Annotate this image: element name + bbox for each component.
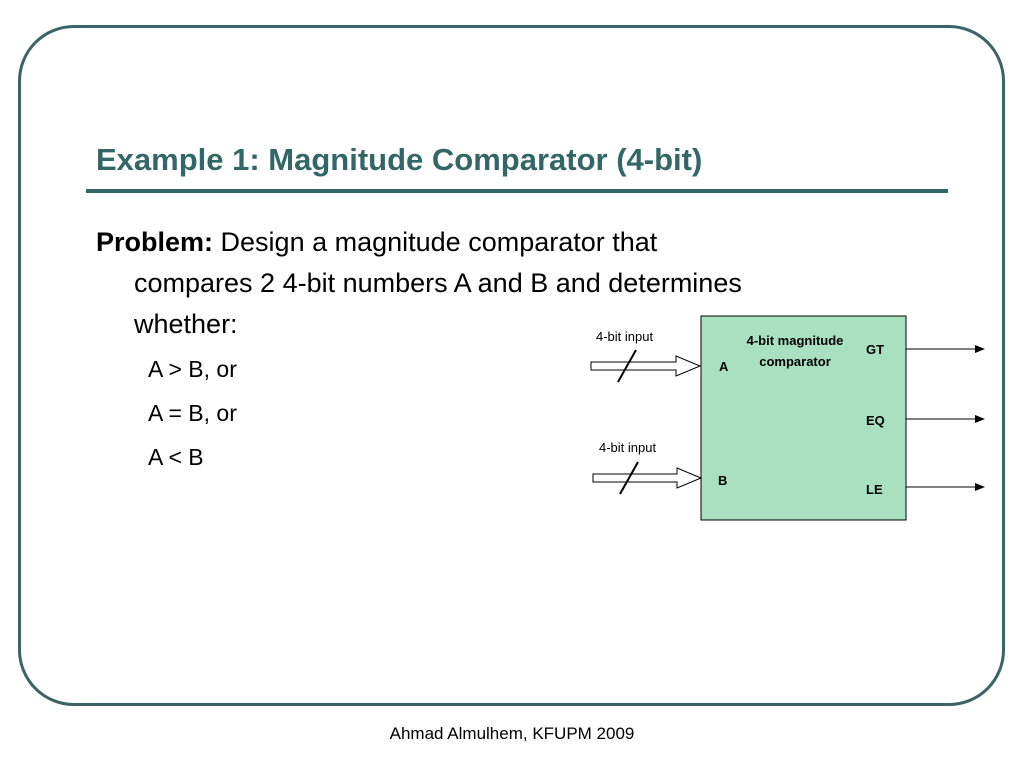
slide-frame — [18, 25, 1005, 706]
problem-text-2: compares 2 4-bit numbers A and B and det… — [134, 268, 742, 298]
input-a-caption: 4-bit input — [596, 329, 653, 344]
problem-statement: Problem: Design a magnitude comparator t… — [96, 222, 926, 345]
condition-less: A < B — [148, 444, 204, 470]
input-b-caption: 4-bit input — [599, 440, 656, 455]
problem-label: Problem: — [96, 227, 214, 257]
input-b-bus-slash — [619, 461, 639, 495]
port-a-label: A — [719, 359, 729, 374]
problem-text-1: Design a magnitude comparator that — [220, 227, 658, 257]
port-b-label: B — [718, 473, 727, 488]
output-gt-arrowhead — [975, 345, 985, 353]
block-label-line1: 4-bit magnitude — [747, 333, 844, 348]
output-eq-label: EQ — [866, 413, 885, 428]
problem-line-1: Problem: Design a magnitude comparator t… — [96, 222, 926, 263]
output-gt-label: GT — [866, 342, 884, 357]
slide-title: Example 1: Magnitude Comparator (4-bit) — [96, 142, 703, 177]
slide-footer: Ahmad Almulhem, KFUPM 2009 — [389, 724, 635, 743]
title-underline — [86, 189, 948, 193]
condition-equal: A = B, or — [148, 400, 237, 426]
block-label-line2: comparator — [759, 354, 831, 369]
input-a-bus-slash — [617, 349, 637, 383]
comparator-block — [700, 315, 907, 521]
input-a-arrow — [590, 355, 702, 377]
output-le-label: LE — [866, 482, 883, 497]
output-le-arrowhead — [975, 483, 985, 491]
problem-text-3: whether: — [134, 309, 238, 339]
condition-greater: A > B, or — [148, 356, 237, 382]
output-eq-arrowhead — [975, 415, 985, 423]
input-b-arrow — [592, 467, 703, 489]
